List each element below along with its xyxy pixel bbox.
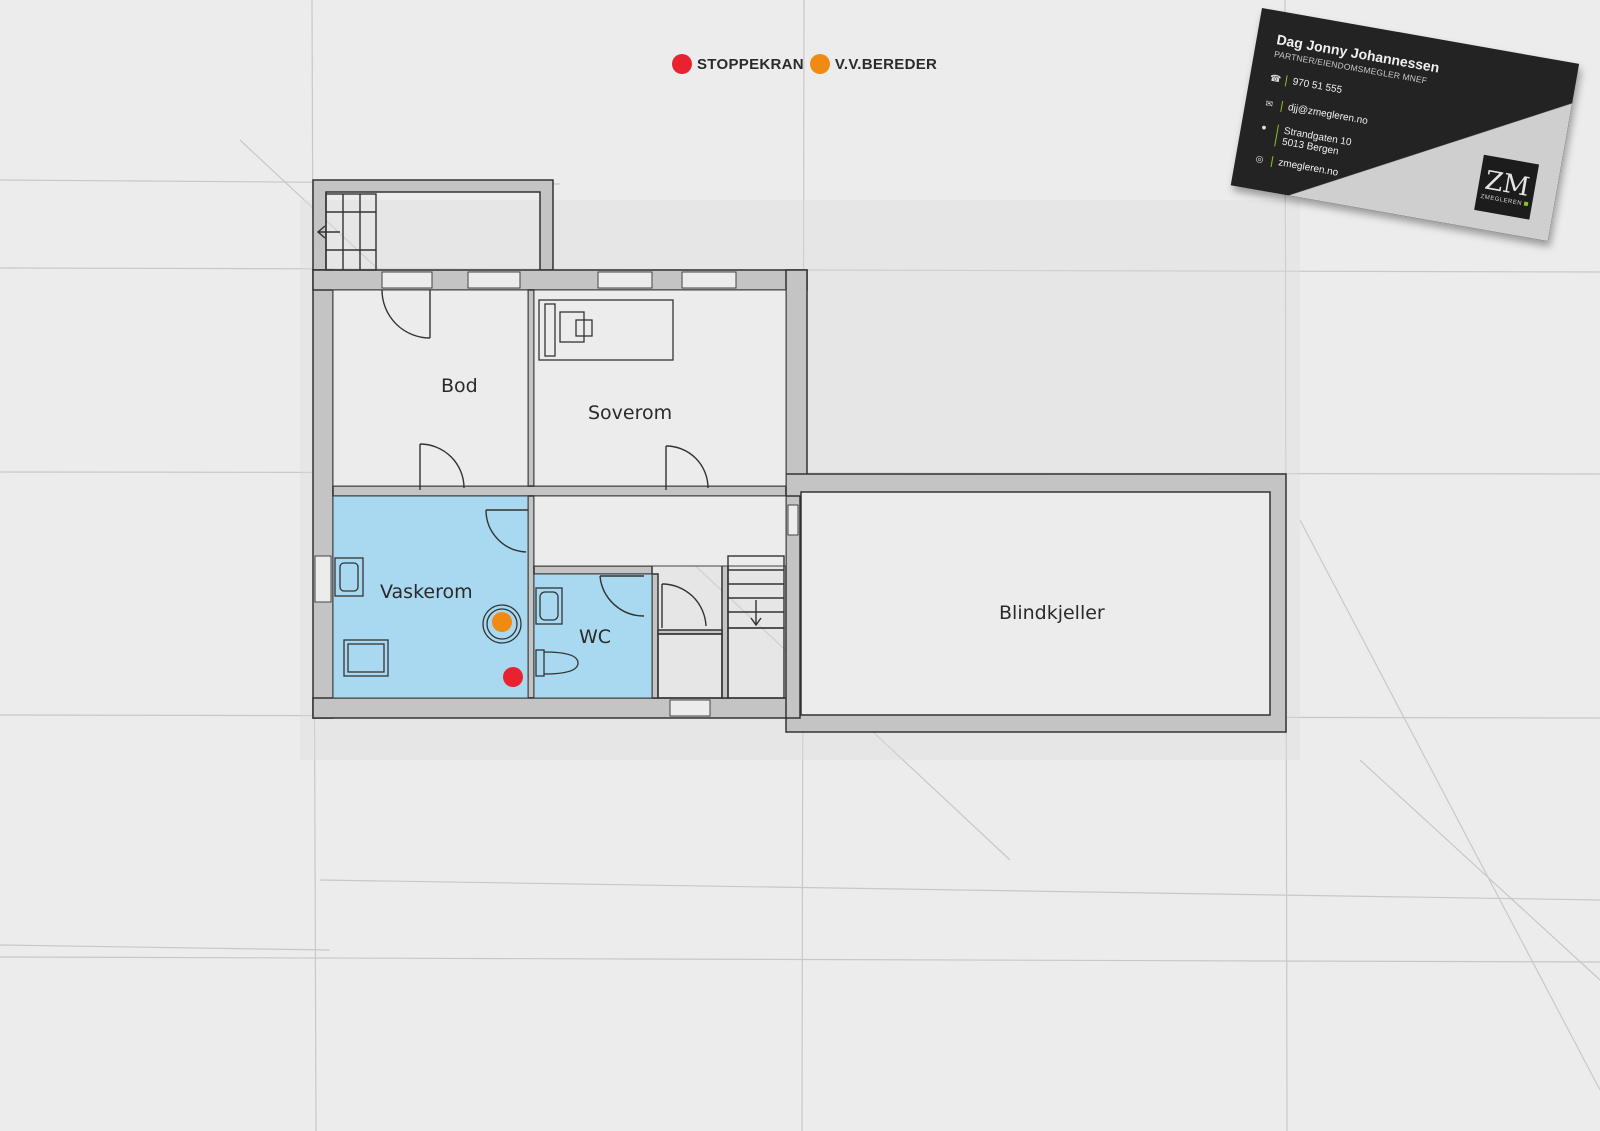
room-label-bod: Bod <box>441 375 478 397</box>
zmegleren-logo: ZM ZMEGLEREN <box>1474 154 1540 220</box>
room-label-blindkjeller: Blindkjeller <box>999 602 1105 624</box>
porch-steps <box>316 193 377 271</box>
vaskerom-room <box>332 495 529 699</box>
legend-label: V.V.BEREDER <box>834 55 938 73</box>
washing-machine <box>343 639 389 677</box>
legend-dot-orange <box>809 54 830 74</box>
toilet <box>535 649 579 677</box>
windows <box>314 271 799 717</box>
room-label-wc: WC <box>579 626 611 648</box>
walls <box>312 179 1287 733</box>
legend: STOPPEKRAN V.V.BEREDER <box>672 54 943 74</box>
wc-sink <box>535 587 563 625</box>
water-heater-marker <box>492 612 512 632</box>
legend-item-vvbereder: V.V.BEREDER <box>809 54 938 74</box>
wc-room <box>533 573 653 699</box>
legend-item-stoppekran: STOPPEKRAN <box>672 54 804 74</box>
stopcock-marker <box>503 667 523 687</box>
doors <box>381 289 709 628</box>
bed <box>538 299 674 361</box>
room-label-vaskerom: Vaskerom <box>380 581 473 603</box>
location-icon: ● <box>1260 121 1268 133</box>
room-label-soverom: Soverom <box>588 402 672 424</box>
water-heater <box>482 604 522 644</box>
stairs <box>657 555 785 699</box>
legend-dot-red <box>672 54 692 74</box>
legend-label: STOPPEKRAN <box>697 55 804 73</box>
wash-sink <box>334 557 364 597</box>
